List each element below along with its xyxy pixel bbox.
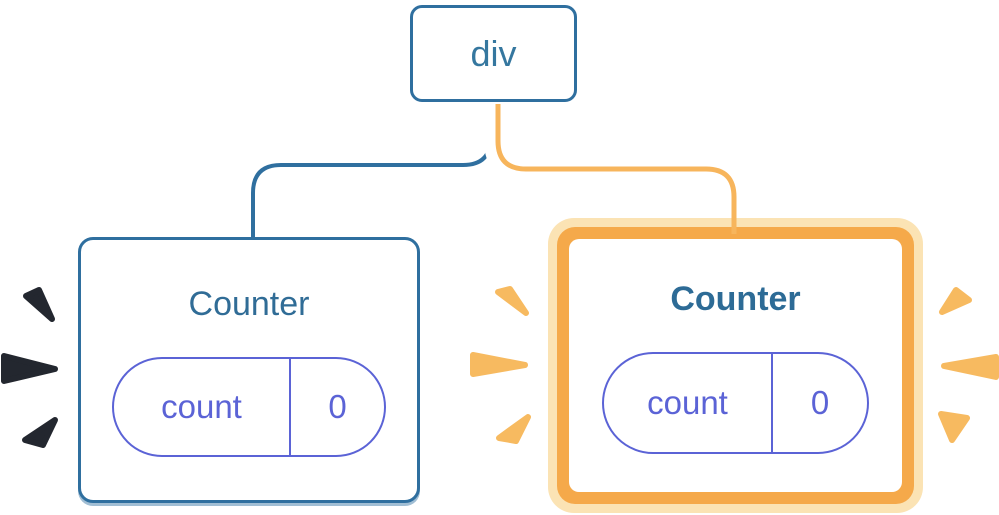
spark-icon xyxy=(938,411,970,443)
state-value-label: 0 xyxy=(810,384,830,421)
counter-card-right-highlight-ring: Counter count 0 xyxy=(548,218,923,513)
state-key-label: count xyxy=(161,388,242,425)
state-value-label: 0 xyxy=(328,388,347,425)
spark-icon xyxy=(941,354,999,380)
counter-card-right-orange-ring: Counter count 0 xyxy=(557,227,914,504)
counter-card-right: Counter count 0 xyxy=(569,239,902,492)
state-pill: count 0 xyxy=(112,357,386,457)
edge-to-right-child xyxy=(495,104,737,234)
spark-burst-orange-right xyxy=(938,287,999,443)
state-pill-value-cell: 0 xyxy=(773,354,867,452)
component-title: Counter xyxy=(188,285,310,323)
spark-icon xyxy=(1,353,58,384)
spark-icon xyxy=(470,352,528,377)
root-node-label: div xyxy=(470,32,517,74)
counter-card-left: Counter count 0 xyxy=(78,237,420,503)
spark-icon xyxy=(22,417,58,448)
state-pill: count 0 xyxy=(602,352,869,454)
component-title: Counter xyxy=(670,280,801,318)
spark-icon xyxy=(495,286,529,316)
spark-burst-dark xyxy=(1,287,58,448)
state-key-label: count xyxy=(647,384,728,421)
root-node: div xyxy=(410,5,577,102)
edge-to-left-child xyxy=(251,102,493,240)
spark-icon xyxy=(496,414,531,444)
spark-burst-orange-left xyxy=(470,286,531,444)
state-pill-key-cell: count xyxy=(604,354,773,452)
spark-icon xyxy=(23,287,55,322)
state-pill-value-cell: 0 xyxy=(291,359,384,455)
edge-to-right-child-casing xyxy=(484,100,748,219)
spark-icon xyxy=(939,287,972,315)
state-pill-key-cell: count xyxy=(114,359,291,455)
